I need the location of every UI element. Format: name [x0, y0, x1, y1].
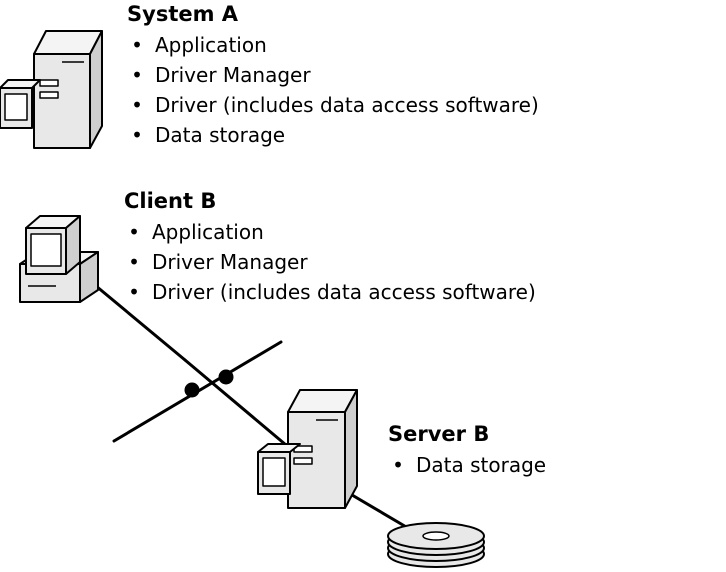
system-a-block: System A • Application • Driver Manager • D… [127, 2, 539, 150]
item-label: Driver Manager [155, 63, 311, 87]
list-item: • Data storage [388, 450, 546, 480]
list-item: • Driver Manager [124, 247, 536, 277]
item-label: Driver (includes data access software) [152, 280, 536, 304]
list-item: • Data storage [127, 120, 539, 150]
server-b-components: • Data storage [388, 450, 546, 480]
disk-storage-icon [387, 522, 485, 568]
bullet: • [131, 33, 143, 57]
server-b-block: Server B • Data storage [388, 422, 546, 480]
bullet: • [128, 220, 140, 244]
system-a-components: • Application • Driver Manager • Driver (in… [127, 30, 539, 150]
bullet: • [392, 453, 404, 477]
bullet: • [131, 123, 143, 147]
client-b-block: Client B • Application • Driver Manager • D… [124, 189, 536, 307]
bullet: • [128, 280, 140, 304]
client-cable [94, 284, 187, 362]
server-workstation-icon [257, 389, 358, 509]
bullet: • [131, 93, 143, 117]
network-node [184, 382, 200, 398]
item-label: Application [155, 33, 267, 57]
list-item: • Driver (includes data access software) [124, 277, 536, 307]
client-b-title: Client B [124, 189, 217, 213]
server-b-title: Server B [388, 422, 490, 446]
server-workstation-icon [0, 30, 103, 149]
bullet: • [131, 63, 143, 87]
system-a-title: System A [127, 2, 239, 26]
list-item: • Application [127, 30, 539, 60]
desktop-computer-icon [19, 215, 99, 303]
item-label: Driver (includes data access software) [155, 93, 539, 117]
item-label: Data storage [416, 453, 547, 477]
network-node [218, 369, 234, 385]
network-lines [94, 284, 410, 530]
bullet: • [128, 250, 140, 274]
item-label: Data storage [155, 123, 286, 147]
list-item: • Driver (includes data access software) [127, 90, 539, 120]
client-b-components: • Application • Driver Manager • Driver (in… [124, 217, 536, 307]
item-label: Application [152, 220, 264, 244]
list-item: • Driver Manager [127, 60, 539, 90]
list-item: • Application [124, 217, 536, 247]
item-label: Driver Manager [152, 250, 308, 274]
